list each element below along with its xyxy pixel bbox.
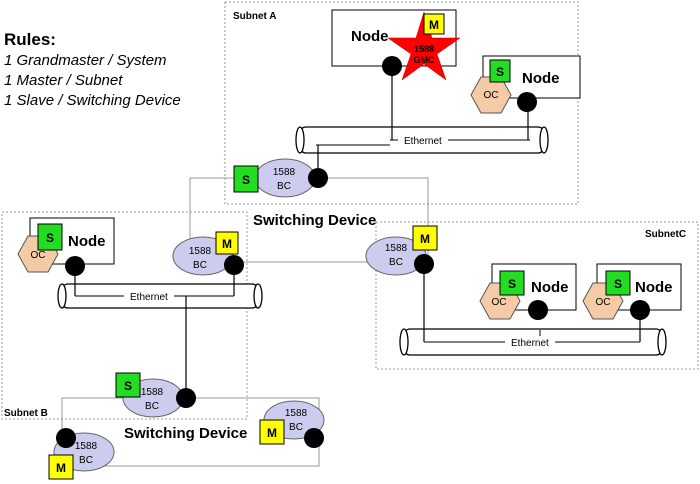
node-b-oc-label: OC xyxy=(31,250,46,261)
switching-device-2-label: Switching Device xyxy=(124,425,247,442)
node-b-port xyxy=(65,256,85,276)
sd1-right-master-badge xyxy=(412,225,438,251)
switching-device-1-label: Switching Device xyxy=(253,212,376,229)
sd1-bc-top-label-2: BC xyxy=(277,181,291,192)
node-a-oc-label: OC xyxy=(484,90,499,101)
node-a-oc-hex xyxy=(470,76,512,114)
sd1-slave-badge xyxy=(233,165,259,193)
gmc-master-badge xyxy=(423,13,445,35)
ethernet-cable-c: Ethernet xyxy=(399,328,667,356)
node-c1-slave-badge xyxy=(499,270,525,296)
sd2-left-master-label: M xyxy=(56,461,66,475)
ethernet-label-c: Ethernet xyxy=(511,338,549,349)
sd1-bc-left-label-2: BC xyxy=(193,260,207,271)
sd2-left-port xyxy=(56,428,76,448)
node-a-slave-label: S xyxy=(496,65,504,79)
subnet-a-label: Subnet A xyxy=(233,11,277,22)
sd2-right-master-badge xyxy=(259,419,285,445)
rule-master: 1 Master / Subnet xyxy=(4,72,123,89)
sd2-slave-label: S xyxy=(124,379,132,393)
rule-grandmaster: 1 Grandmaster / System xyxy=(4,52,167,69)
sd1-left-master-badge xyxy=(215,231,239,255)
node-c2-slave-label: S xyxy=(614,277,622,291)
node-c2-port xyxy=(630,300,650,320)
sd1-top-port xyxy=(308,168,328,188)
node-c1-oc-label: OC xyxy=(492,297,507,308)
subnet-b-label: Subnet B xyxy=(4,408,48,419)
node-a-port xyxy=(517,92,537,112)
sd2-right-master-label: M xyxy=(267,426,277,440)
subnet-b-box xyxy=(1,211,248,420)
sd1-bc-left-label-1: 1588 xyxy=(189,246,212,257)
sd2-slave-badge xyxy=(115,372,141,398)
node-c2-label: Node xyxy=(635,279,673,296)
sd1-bc-right-label-2: BC xyxy=(389,257,403,268)
sd2-bc-right-label-1: 1588 xyxy=(285,408,308,419)
node-b-label: Node xyxy=(68,233,106,250)
sd1-left-port xyxy=(224,255,244,275)
gmc-star xyxy=(387,11,461,81)
rules-title: Rules: xyxy=(4,30,56,49)
node-c2-oc-label: OC xyxy=(596,297,611,308)
node-c2-slave-badge xyxy=(605,270,631,296)
ethernet-cable-a: Ethernet xyxy=(295,126,549,154)
sd1-left-master-label: M xyxy=(222,237,232,251)
rule-slave: 1 Slave / Switching Device xyxy=(4,92,181,109)
gmc-node-label: Node xyxy=(351,28,389,45)
subnet-a-box xyxy=(224,1,579,205)
node-b-slave-badge xyxy=(37,223,63,251)
sd2-bc-left-label-2: BC xyxy=(79,455,93,466)
sd1-slave-label: S xyxy=(242,173,250,187)
ethernet-label-a: Ethernet xyxy=(404,136,442,147)
subnet-c-box xyxy=(375,221,699,370)
sd2-bc-top-label-1: 1588 xyxy=(141,387,164,398)
node-c1-port xyxy=(528,300,548,320)
node-a-label: Node xyxy=(522,70,560,87)
subnet-c-label: SubnetC xyxy=(645,229,686,240)
gmc-label-bottom: GMC xyxy=(414,55,435,65)
ethernet-label-b: Ethernet xyxy=(130,292,168,303)
sd2-bc-top-label-2: BC xyxy=(145,401,159,412)
sd1-right-port xyxy=(414,254,434,274)
sd1-right-master-label: M xyxy=(420,232,430,246)
node-a-slave-badge xyxy=(489,59,511,83)
gmc-port xyxy=(382,56,402,76)
rules-legend: Rules: 1 Grandmaster / System 1 Master /… xyxy=(4,30,181,111)
sd2-bc-left-label-1: 1588 xyxy=(75,441,98,452)
sd2-right-port xyxy=(304,428,324,448)
node-c1-label: Node xyxy=(531,279,569,296)
gmc-master-label: M xyxy=(429,18,439,32)
node-b-slave-label: S xyxy=(46,231,54,245)
sd2-left-master-badge xyxy=(48,454,74,480)
gmc-label-top: 1588 xyxy=(414,44,434,54)
sd1-bc-right-label-1: 1588 xyxy=(385,243,408,254)
ethernet-cable-b: Ethernet xyxy=(57,283,263,309)
sd1-bc-top-label-1: 1588 xyxy=(273,167,296,178)
node-c1-slave-label: S xyxy=(508,277,516,291)
sd2-top-port xyxy=(176,388,196,408)
sd2-bc-right-label-2: BC xyxy=(289,422,303,433)
